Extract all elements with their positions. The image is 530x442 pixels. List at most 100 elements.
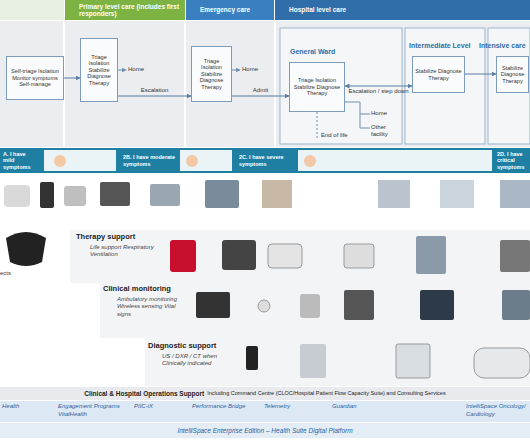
node-text: Telemetry	[264, 403, 328, 411]
device-photo	[150, 184, 180, 206]
flow-connector	[465, 74, 496, 75]
support-row: Therapy supportLife support Respiratory …	[76, 233, 168, 277]
node-text: Self-triage Isolation Monitor symptoms S…	[8, 68, 62, 87]
flow-connector	[345, 86, 412, 87]
patient-label: A. I have mild symptoms	[0, 149, 40, 172]
free-label: Home	[242, 66, 258, 73]
edge-label: Admit	[253, 87, 268, 93]
process-box: Intensive careStabilize Diagnose Therapy	[496, 56, 529, 93]
process-box: Self-triage Isolation Monitor symptoms S…	[6, 56, 64, 100]
device-photo	[196, 292, 230, 318]
patient-illustration	[180, 150, 232, 171]
node-text: Emergency care	[200, 6, 250, 13]
node-text: Including Command Centre (CLOC/Hospital …	[207, 390, 445, 396]
node-text: Stabilize Diagnose Therapy	[414, 68, 463, 81]
device-photo	[300, 344, 326, 378]
application-band: HealthEngagement Programs VitalHealth PII…	[0, 401, 530, 422]
patient-strip	[0, 148, 530, 173]
node-text: PIIC-iX	[134, 403, 198, 411]
node-text: Triage Isolation Stabilize Diagnose Ther…	[193, 58, 230, 90]
ward-panel	[280, 28, 402, 144]
support-band	[70, 230, 530, 386]
node-text: Hospital level care	[289, 6, 346, 13]
node-text: 2C. I have severe symptoms	[239, 154, 291, 166]
edge-label: Escalation / step down	[348, 88, 408, 94]
device-photo	[205, 180, 239, 208]
device-photo	[502, 290, 530, 320]
device-photo	[300, 294, 320, 318]
device-photo	[258, 300, 270, 312]
process-box: Triage Isolation Stabilize Diagnose Ther…	[191, 46, 232, 102]
care-level-header: Primary level care (includes first respo…	[65, 0, 185, 20]
node-text: IntelliSpace Oncology/ Cardiology	[466, 403, 530, 418]
device-photo	[100, 182, 130, 206]
node-text: A. I have mild symptoms	[3, 151, 37, 169]
node-text: Ambulatory monitoring Wireless sensing V…	[103, 296, 187, 319]
column-divider	[274, 21, 276, 147]
free-label: End of life	[321, 132, 348, 139]
patient-label: 2B. I have moderate symptoms	[120, 149, 178, 172]
node-text: Engagement Programs VitalHealth	[58, 403, 122, 418]
node-text: Health	[2, 403, 66, 411]
platform-band: IntelliSpace Enterprise Edition – Health…	[0, 423, 530, 438]
free-label: Home	[128, 66, 144, 73]
flow-connector	[232, 96, 289, 97]
device-photo	[420, 290, 454, 320]
device-photo	[4, 185, 30, 207]
device-photo	[246, 346, 258, 370]
node-text: 2B. I have moderate symptoms	[123, 154, 175, 166]
free-label: Other facility	[371, 124, 397, 138]
home-arrow	[118, 70, 126, 71]
device-photo	[500, 240, 530, 272]
device-photo	[416, 236, 446, 274]
node-heading: General Ward	[290, 48, 335, 56]
free-label: ects	[0, 270, 11, 277]
patient-label: 2C. I have severe symptoms	[236, 149, 294, 172]
flow-connector	[64, 78, 80, 79]
flow-area	[0, 21, 530, 147]
node-text: Performance Bridge	[192, 403, 256, 411]
support-row: Diagnostic supportUS / DXR / CT when Cli…	[148, 342, 240, 382]
node-text: Life support Respiratory Ventilation	[76, 244, 160, 259]
person-figure	[186, 155, 198, 167]
node-text: Diagnostic support	[148, 342, 240, 351]
device-photo	[396, 344, 430, 378]
node-text: Triage Isolation Stabilize Diagnose Ther…	[82, 54, 116, 86]
device-photo	[40, 182, 54, 208]
header-strip	[0, 0, 64, 20]
care-level-header: Emergency care	[186, 0, 274, 20]
device-photo	[440, 180, 474, 208]
device-photo	[344, 244, 374, 268]
node-heading: Intensive care	[479, 42, 526, 50]
node-text: Primary level care (includes first respo…	[79, 3, 182, 18]
patient-label: 2D. I have critical symptoms	[494, 149, 530, 172]
home-arrow	[232, 70, 240, 71]
flow-connector	[118, 96, 191, 97]
process-box: General WardTriage Isolation Stabilize D…	[289, 62, 345, 112]
support-row: Clinical monitoringAmbulatory monitoring…	[103, 285, 195, 329]
node-text: Clinical & Hospital Operations Support	[84, 390, 204, 397]
patient-illustration	[298, 150, 492, 171]
device-photo	[262, 180, 292, 208]
node-text: Clinical monitoring	[103, 285, 195, 294]
patient-illustration	[44, 150, 116, 171]
process-box: Intermediate LevelStabilize Diagnose The…	[412, 56, 465, 93]
node-text: Stabilize Diagnose Therapy	[498, 65, 527, 84]
mask-icon	[6, 232, 46, 266]
operations-band: Clinical & Hospital Operations SupportIn…	[0, 387, 530, 400]
device-photo	[474, 348, 530, 378]
node-text: Guardian	[332, 403, 396, 411]
person-figure	[304, 155, 316, 167]
node-text: Triage Isolation Stabilize Diagnose Ther…	[291, 77, 343, 96]
person-figure	[54, 155, 66, 167]
device-photo	[378, 180, 410, 208]
end-of-life-line	[317, 112, 318, 138]
device-photo	[500, 180, 530, 208]
device-photo	[222, 240, 256, 270]
device-photo	[64, 186, 86, 206]
node-text: Therapy support	[76, 233, 168, 242]
discharge-line	[345, 102, 370, 128]
column-divider	[184, 21, 186, 147]
node-text: 2D. I have critical symptoms	[497, 151, 527, 169]
